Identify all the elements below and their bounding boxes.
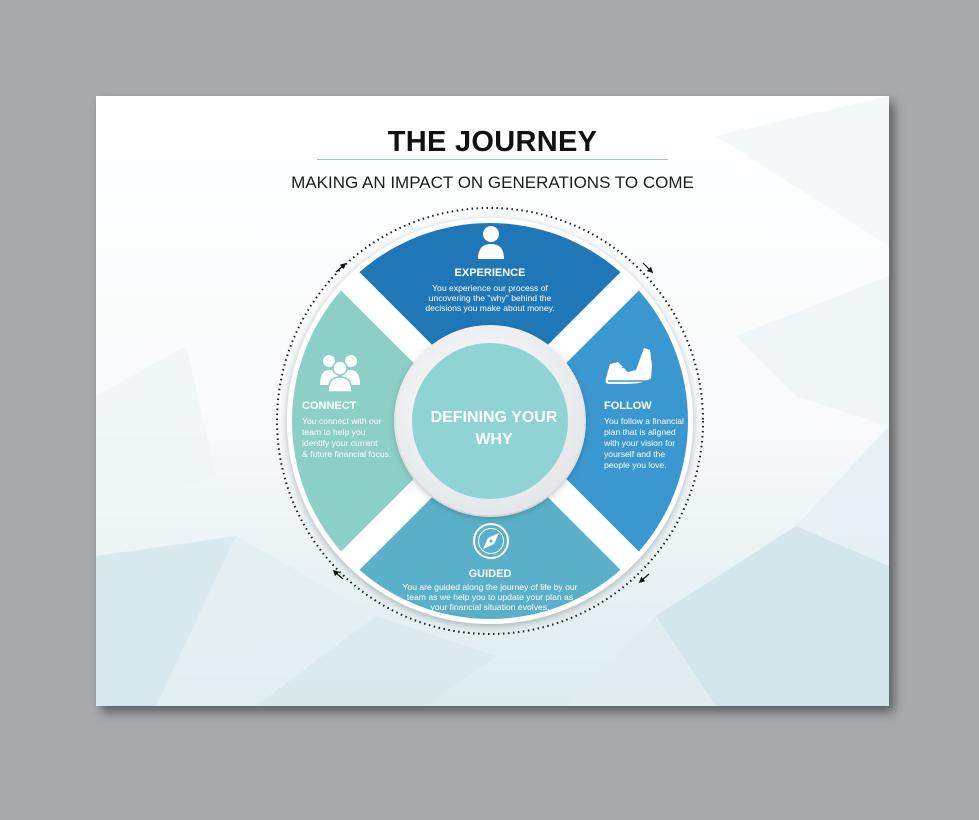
guided-desc-line3: your financial situation evolves. xyxy=(431,602,550,612)
connect-desc-line4: & future financial focus. xyxy=(302,449,391,459)
compass-icon xyxy=(473,523,509,559)
follow-desc-line3: with your vision for xyxy=(603,438,675,448)
title-divider xyxy=(317,159,668,160)
experience-desc-line2: uncovering the "why" behind the xyxy=(429,293,552,303)
connect-title: CONNECT xyxy=(302,400,357,412)
page-subtitle: MAKING AN IMPACT ON GENERATIONS TO COME xyxy=(291,173,694,192)
experience-title: EXPERIENCE xyxy=(455,267,526,279)
follow-desc-line4: yourself and the xyxy=(604,449,665,459)
journey-diagram: DEFINING YOUR WHY EXPERIENCE You experie… xyxy=(276,207,704,635)
polygon-background xyxy=(96,96,889,706)
center-label-line1: DEFINING YOUR xyxy=(431,409,558,426)
follow-title: FOLLOW xyxy=(604,400,652,412)
experience-segment[interactable] xyxy=(359,223,621,345)
guided-title: GUIDED xyxy=(469,568,512,580)
connect-desc-line2: team to help you xyxy=(302,427,366,437)
group-icon xyxy=(320,355,360,393)
cycle-arrow-top-left xyxy=(335,263,347,273)
experience-desc-line3: decisions you make about money. xyxy=(425,303,554,313)
connect-segment[interactable] xyxy=(292,290,414,552)
cycle-arrow-bottom-right xyxy=(638,573,650,583)
page-title: THE JOURNEY xyxy=(387,126,598,158)
cycle-arrow-top-right xyxy=(642,262,654,274)
guided-desc-line1: You are guided along the journey of life… xyxy=(402,582,577,592)
follow-desc-line1: You follow a financial xyxy=(604,416,684,426)
center-label-line2: WHY xyxy=(475,431,513,448)
guided-desc-line2: team as we help you to update your plan … xyxy=(407,592,573,602)
dotted-cycle-ring xyxy=(276,207,704,635)
connect-desc-line3: identify your current xyxy=(302,438,378,448)
follow-segment[interactable] xyxy=(566,290,688,552)
experience-desc-line1: You experience our process of xyxy=(432,283,548,293)
sneaker-icon xyxy=(605,348,652,384)
follow-desc-line2: plan that is aligned xyxy=(604,427,676,437)
follow-desc-line5: people you love. xyxy=(604,460,667,470)
center-circle xyxy=(412,343,568,499)
cycle-arrow-bottom-left xyxy=(332,570,344,580)
connect-desc-line1: You connect with our xyxy=(302,416,382,426)
journey-card: THE JOURNEY MAKING AN IMPACT ON GENERATI… xyxy=(96,96,889,706)
person-icon xyxy=(478,226,504,259)
